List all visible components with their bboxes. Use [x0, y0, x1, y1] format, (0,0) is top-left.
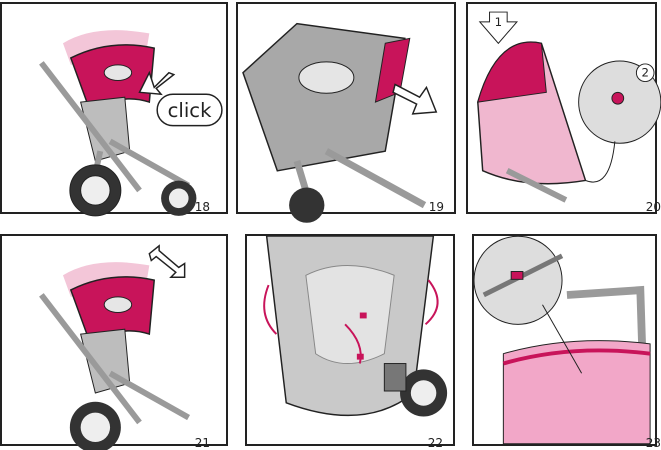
step-1: 1	[495, 15, 502, 29]
panel-number: 21	[194, 436, 210, 450]
panel-18: click 18	[0, 2, 228, 217]
panel-number: 18	[194, 200, 210, 214]
panel-number: 23	[645, 436, 661, 450]
panel-22: 22	[245, 234, 455, 450]
click-label: click	[168, 99, 212, 122]
panel-21: 21	[0, 234, 228, 450]
carrycot-cover-illustration	[473, 235, 651, 445]
panel-number: 20	[645, 200, 661, 214]
panel-23: 23	[472, 234, 661, 450]
step-2: 2	[641, 66, 648, 80]
panel-number: 22	[427, 436, 443, 450]
canopy-adjust-illustration	[39, 244, 191, 450]
stroller-canopy-click-illustration: click	[39, 30, 223, 217]
panel-19: 19	[236, 2, 456, 223]
panel-20: 1 2 20	[466, 2, 661, 214]
canopy-extend-illustration	[242, 22, 438, 223]
panel-number: 19	[428, 200, 444, 214]
rain-cover-illustration: 1 2	[477, 11, 661, 203]
click-bubble	[156, 93, 223, 127]
seat-cover-attach-illustration	[263, 235, 448, 417]
